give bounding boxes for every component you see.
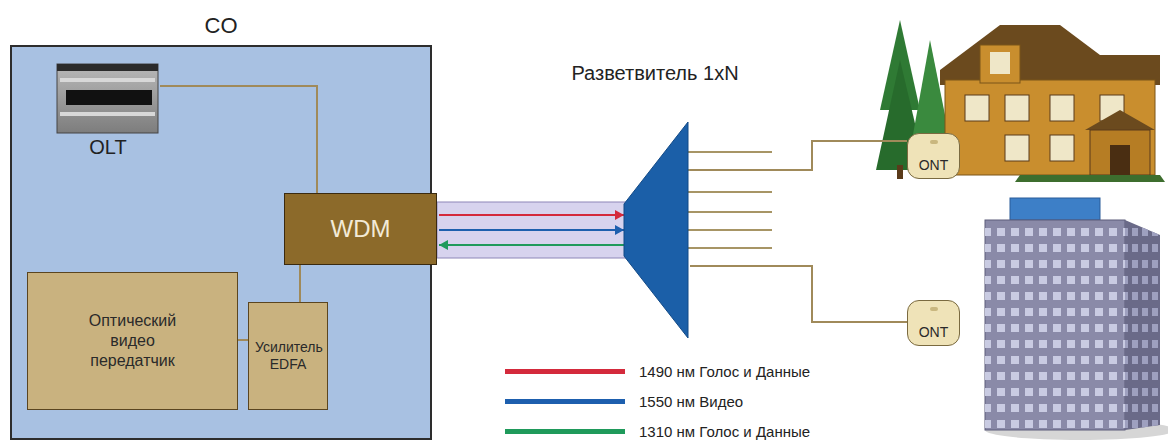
legend-swatch [505,369,625,374]
video-transmitter-box: Оптический видео передатчик [27,272,238,410]
ont-box: ONT [907,133,960,179]
splitter-node: Разветвитель 1xN [620,122,690,338]
central-office-box: COOLTWDMОптический видео передатчикУсили… [10,45,432,440]
olt-device [57,64,158,133]
node-label: Разветвитель 1xN [500,62,810,85]
wdm-box: WDM [284,193,437,265]
node-label: OLT [52,136,164,159]
edfa-amplifier-box: Усилитель EDFA [248,302,328,410]
legend-row: 1310 нм Голос и Данные [505,416,810,443]
connector [160,86,317,193]
connector [238,340,248,341]
node-label: Усилитель EDFA [255,339,321,374]
node-label: ONT [919,324,949,340]
legend-swatch [505,429,625,434]
splitter-ports [688,152,772,248]
ont-box: ONT [907,300,960,346]
house-picture [876,20,1165,182]
node-label: ONT [919,157,949,173]
connector [690,141,907,170]
node-label: Оптический видео передатчик [73,311,193,371]
office-building-picture [985,198,1168,440]
splitter-shape [620,122,690,338]
connector [690,266,907,322]
olt-node: OLT [52,60,164,170]
node-label: WDM [331,214,391,244]
fiber-link [437,202,626,258]
legend-row: 1490 нм Голос и Данные [505,356,810,386]
connector [300,265,301,302]
ont-indicator [930,140,938,144]
legend: 1490 нм Голос и Данные 1550 нм Видео 1310 … [505,356,810,443]
legend-label: 1490 нм Голос и Данные [639,363,810,380]
legend-label: 1550 нм Видео [639,393,743,410]
node-label: CO [12,13,430,39]
ont-indicator [930,307,938,311]
legend-row: 1550 нм Видео [505,386,810,416]
legend-swatch [505,399,625,404]
legend-label: 1310 нм Голос и Данные [639,423,810,440]
